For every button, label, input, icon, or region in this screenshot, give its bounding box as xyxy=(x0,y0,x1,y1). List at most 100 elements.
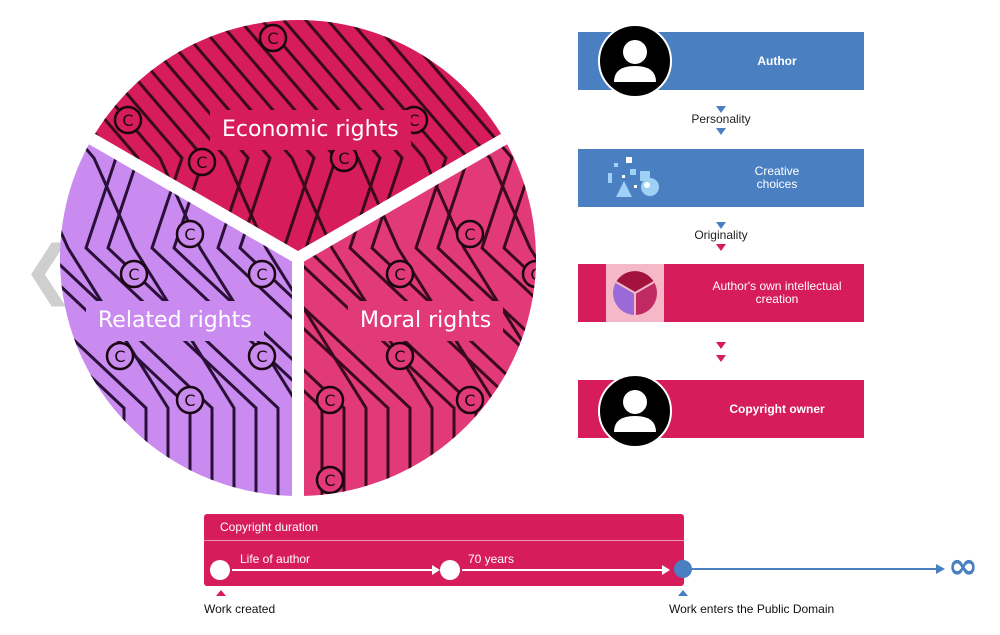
pie-gap-line xyxy=(88,133,301,264)
copyright-coin-icon xyxy=(315,385,345,415)
copyright-coin-icon xyxy=(247,341,277,371)
copyright-coin-icon xyxy=(385,341,415,371)
copyright-coin-icon xyxy=(113,105,143,135)
copyright-coin-icon xyxy=(187,147,217,177)
hatch-line xyxy=(298,139,434,496)
copyright-coin-symbol: C xyxy=(256,347,267,366)
copyright-coin-icon xyxy=(247,259,277,289)
hatch-line xyxy=(298,139,412,496)
copyright-coin-symbol: C xyxy=(464,391,475,410)
copyright-coin-symbol: C xyxy=(184,391,195,410)
arrow-down-icon xyxy=(716,244,726,251)
hatch-line xyxy=(126,139,299,496)
infinity-icon: ∞ xyxy=(948,546,978,587)
hatch-line xyxy=(368,20,505,258)
copyright-coin-icon xyxy=(258,23,288,53)
hatch-line xyxy=(60,139,170,496)
author-label: Author xyxy=(757,53,797,68)
copyright-coin-symbol: C xyxy=(464,225,475,244)
label-moral-rights: Moral rights xyxy=(348,301,504,341)
hatch-line xyxy=(298,139,537,496)
copyright-coin-icon xyxy=(385,259,415,289)
rights-pie-diagram: C C C C C C C C C C C C C C C C C C xyxy=(60,20,538,496)
copyright-coin-symbol: C xyxy=(196,153,207,172)
arrow-down-icon xyxy=(716,128,726,135)
arrow-down-icon xyxy=(716,106,726,113)
originality-label: Originality xyxy=(694,228,748,242)
hatch-line xyxy=(104,139,299,496)
copyright-coin-symbol: C xyxy=(324,391,335,410)
hatch-line xyxy=(60,139,280,496)
copyright-coin-symbol: C xyxy=(338,149,349,168)
hatch-line xyxy=(60,139,192,496)
copyright-coin-icon xyxy=(175,385,205,415)
copyright-coin-symbol: C xyxy=(184,225,195,244)
pie-gaps xyxy=(88,133,508,496)
copyright-coin-symbol: C xyxy=(128,265,139,284)
start-marker-icon xyxy=(216,590,226,596)
hatch-line xyxy=(298,139,324,496)
owner-avatar-icon xyxy=(598,374,672,448)
hatch-line xyxy=(324,139,537,496)
hatch-line xyxy=(60,139,236,496)
copyright-coin-symbol: C xyxy=(114,347,125,366)
copyright-coin-icon xyxy=(105,341,135,371)
copyright-owner-box: Copyright owner xyxy=(578,374,864,448)
copyright-coin-symbol: C xyxy=(267,29,278,48)
copyright-duration-title: Copyright duration xyxy=(220,520,319,534)
hatch-line xyxy=(368,139,537,496)
label-economic-rights: Economic rights xyxy=(210,110,411,150)
personality-label: Personality xyxy=(691,112,751,126)
arrow-down-icon xyxy=(716,222,726,229)
arrow-down-icon xyxy=(716,355,726,362)
author-death-dot xyxy=(440,560,460,580)
creative-shapes-icon xyxy=(608,157,659,197)
copyright-coin-icon xyxy=(455,219,485,249)
end-marker-icon xyxy=(678,590,688,596)
arrow-down-icon xyxy=(716,342,726,349)
work-created-dot xyxy=(210,560,230,580)
hatch-line xyxy=(298,139,390,496)
hatch-line xyxy=(60,139,299,496)
hatch-line xyxy=(298,139,346,496)
hatch-line xyxy=(82,139,299,496)
copyright-coin-symbol: C xyxy=(324,471,335,490)
copyright-coin-symbol: C xyxy=(394,265,405,284)
duration-divider xyxy=(204,540,684,541)
hatch-line xyxy=(390,139,537,496)
hatch-line xyxy=(346,139,537,496)
duration-arrows xyxy=(232,565,670,575)
copyright-coin-icon xyxy=(175,219,205,249)
author-box: Author xyxy=(578,24,864,98)
hatch-line xyxy=(60,139,258,496)
copyright-coin-symbol: C xyxy=(530,265,538,284)
copyright-coin-icon xyxy=(455,385,485,415)
copyright-coin-symbol: C xyxy=(408,111,419,130)
copyright-coin-symbol: C xyxy=(256,265,267,284)
copyright-coin-symbol: C xyxy=(394,347,405,366)
mini-pie-icon xyxy=(606,264,664,322)
public-domain-arrow xyxy=(674,560,945,578)
work-created-label: Work created xyxy=(204,602,276,616)
hatch-line xyxy=(412,139,537,496)
copyright-coin-icon xyxy=(119,259,149,289)
hatch-line xyxy=(60,139,148,496)
public-domain-label: Work enters the Public Domain xyxy=(669,602,835,616)
pie-gap-line xyxy=(294,133,508,264)
copyright-coin-symbol: C xyxy=(122,111,133,130)
life-of-author-label: Life of author xyxy=(240,552,311,566)
author-avatar-icon xyxy=(598,24,672,98)
hatch-line xyxy=(148,139,299,496)
copyright-coin-icon xyxy=(315,465,345,495)
copyright-duration-box: Copyright duration Life of author 70 yea… xyxy=(204,514,684,586)
seventy-years-label: 70 years xyxy=(468,552,515,566)
hatch-line xyxy=(60,139,214,496)
hatch-line xyxy=(298,139,368,496)
hatch-line xyxy=(302,139,537,496)
label-related-rights: Related rights xyxy=(86,301,264,341)
hatch-line xyxy=(60,139,299,496)
